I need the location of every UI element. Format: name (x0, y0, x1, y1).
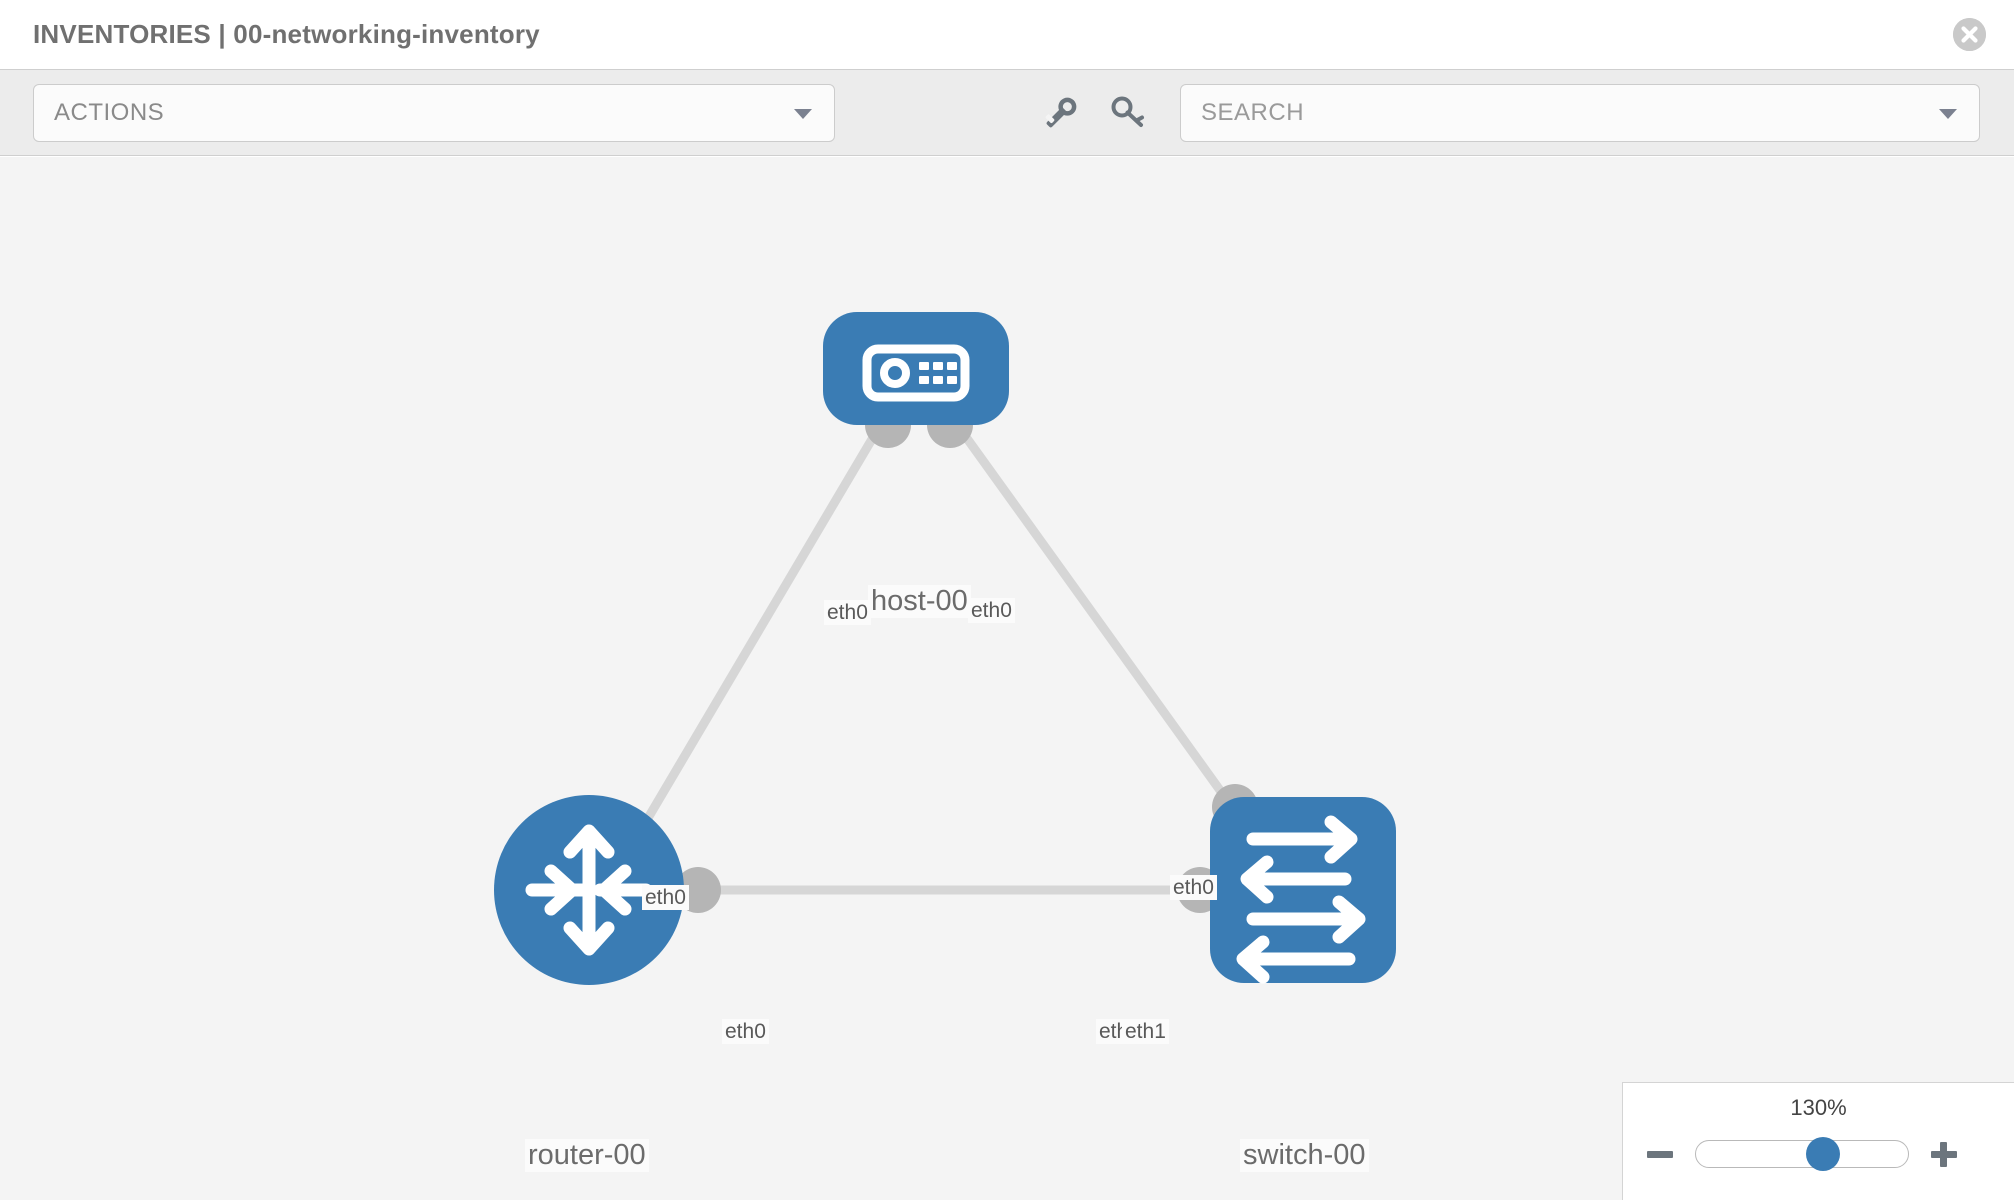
edge-label-host-switch-target: eth0 (1170, 875, 1217, 900)
toolbar: ACTIONS SEARCH (0, 69, 2014, 156)
zoom-percent-label: 130% (1790, 1095, 1847, 1120)
topology-node-router-00 (494, 795, 684, 985)
topology-graph (494, 312, 1396, 985)
node-label-host-00: host-00 (868, 585, 971, 618)
link-host-switch (944, 409, 1272, 860)
search-input[interactable]: SEARCH (1180, 84, 1980, 142)
page-header: INVENTORIES | 00-networking-inventory (0, 0, 2014, 69)
edge-label-host-switch-source: eth0 (968, 598, 1015, 623)
node-label-router-00: router-00 (525, 1139, 649, 1172)
topology-anchors (675, 402, 1258, 913)
edge-label-router-switch-target: eth1 (1122, 1019, 1169, 1044)
search-placeholder: SEARCH (1201, 99, 1305, 126)
server-icon (862, 344, 970, 402)
link-host-router (621, 409, 892, 860)
node-label-switch-00: switch-00 (1240, 1139, 1369, 1172)
zoom-out-button[interactable] (1641, 1135, 1679, 1173)
edge-label-host-router-target: eth0 (642, 885, 689, 910)
topology-node-host-00 (823, 312, 1009, 425)
router-arrows-icon (525, 824, 653, 956)
topology-links (621, 409, 1272, 895)
actions-dropdown[interactable]: ACTIONS (33, 84, 835, 142)
zoom-control-panel: 130% (1622, 1082, 2014, 1200)
chevron-down-icon (794, 109, 812, 119)
wrench-icon[interactable] (1040, 92, 1082, 134)
chevron-down-icon[interactable] (1939, 109, 1957, 119)
key-icon[interactable] (1108, 92, 1150, 134)
zoom-slider-thumb[interactable] (1806, 1137, 1841, 1171)
page-title: INVENTORIES | 00-networking-inventory (33, 19, 540, 49)
edge-label-host-router-source: eth0 (824, 600, 871, 625)
zoom-in-button[interactable] (1925, 1135, 1963, 1173)
topology-canvas[interactable]: eth0 host-00 eth0 eth0 eth0 eth0 eth0 et… (0, 157, 2014, 1200)
edge-label-router-switch-source: eth0 (722, 1019, 769, 1044)
switch-arrows-icon (1236, 815, 1366, 984)
actions-dropdown-label: ACTIONS (54, 99, 165, 126)
close-icon[interactable] (1953, 18, 1986, 51)
zoom-slider[interactable] (1695, 1137, 1909, 1171)
topology-node-switch-00 (1210, 797, 1396, 984)
